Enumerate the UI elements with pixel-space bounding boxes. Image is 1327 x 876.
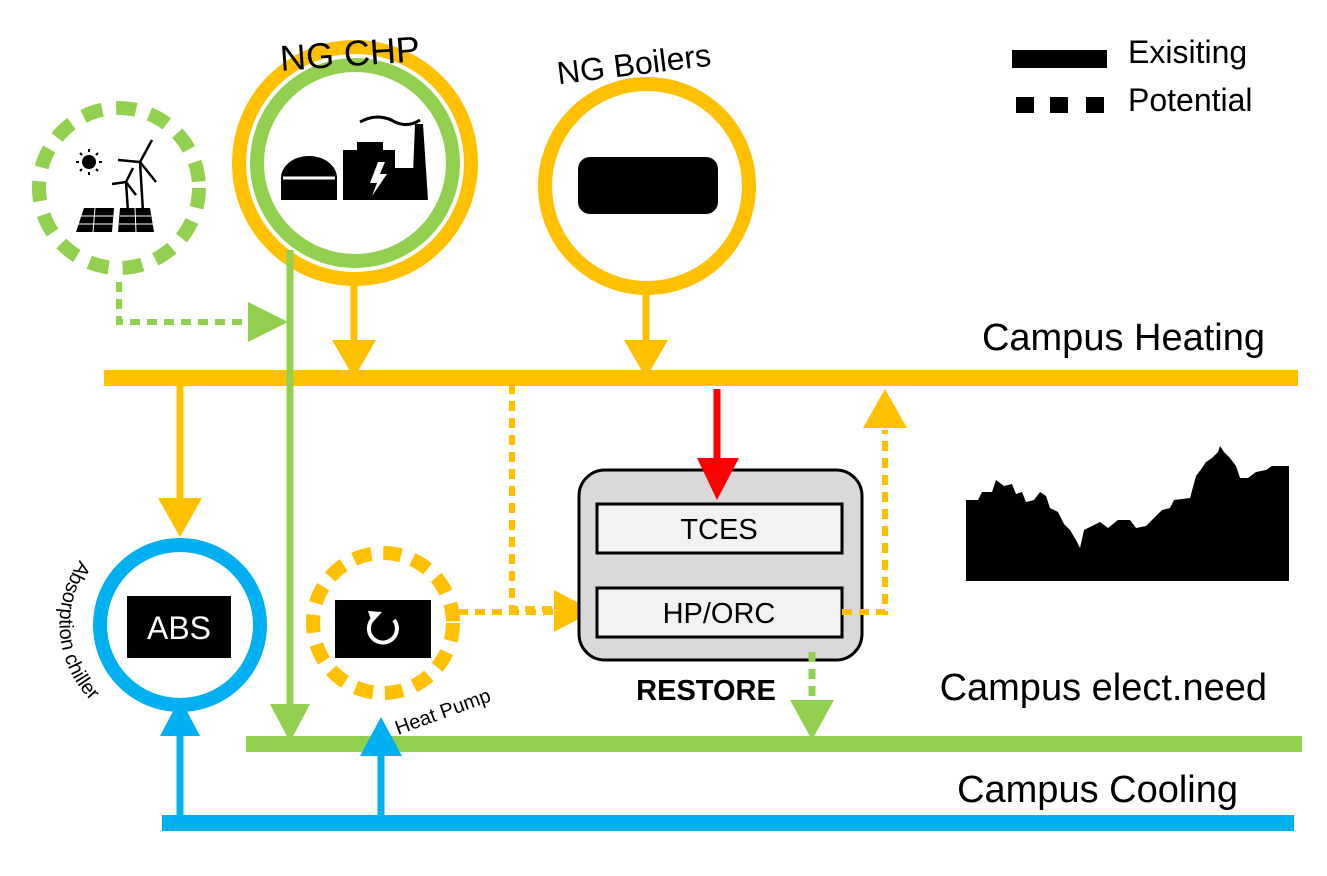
restore-electricity-arrowhead	[790, 700, 834, 740]
boiler-icon	[578, 157, 718, 214]
restore-heat-input-arrowhead	[697, 458, 739, 500]
sun-icon	[76, 149, 102, 175]
chp-outer-ring	[232, 40, 478, 286]
electricity-bus-label: Campus elect.need	[940, 667, 1267, 709]
heat-pump-cooling-arrowhead	[360, 717, 402, 756]
renewables-flow	[116, 282, 250, 325]
heating-to-restore-flow	[509, 384, 556, 612]
heat-pump-box	[335, 600, 431, 658]
chp-label: NG CHP	[279, 28, 422, 79]
abs-cooling-arrowhead	[160, 698, 200, 736]
chp-electricity-arrowhead	[270, 704, 310, 742]
boilers-heat-arrowhead	[624, 340, 668, 378]
renewables-arrowhead	[248, 302, 288, 342]
hp-orc-label: HP/ORC	[663, 598, 776, 630]
boilers-ring	[538, 77, 756, 295]
chp-heat-arrowhead	[332, 340, 376, 378]
legend-existing-label: Exisiting	[1128, 34, 1247, 70]
restore-to-heating-arrowhead	[863, 389, 907, 428]
heating-bus-label: Campus Heating	[982, 317, 1265, 359]
chp-inner-ring	[250, 58, 460, 268]
chp-plant-icon	[281, 115, 428, 200]
legend-existing-swatch	[1012, 50, 1107, 68]
tces-label: TCES	[680, 514, 757, 546]
wind-turbine-icon	[111, 139, 157, 213]
tces-box	[595, 502, 844, 555]
legend-potential-label: Potential	[1128, 82, 1253, 118]
legend-potential-dash-2	[1050, 97, 1068, 113]
restore-caption: RESTORE	[636, 675, 776, 707]
solar-panel-icon	[76, 207, 154, 233]
cooling-bus-label: Campus Cooling	[957, 769, 1238, 811]
campus-skyline-icon	[966, 446, 1289, 581]
restore-to-heating-flow	[842, 430, 888, 615]
cycle-icon	[366, 611, 399, 645]
renewables-circle	[32, 101, 206, 275]
abs-heat-arrowhead	[158, 498, 202, 537]
abs-box-label: ABS	[147, 610, 211, 646]
abs-box	[127, 596, 231, 658]
heat-pump-caption: Heat Pump	[392, 685, 494, 740]
restore-heat-arrowhead	[554, 590, 594, 632]
legend-potential-dash-1	[1016, 97, 1034, 113]
heat-pump-ring	[306, 546, 460, 700]
legend-potential-dash-3	[1086, 97, 1104, 113]
hp-orc-box	[595, 586, 844, 639]
